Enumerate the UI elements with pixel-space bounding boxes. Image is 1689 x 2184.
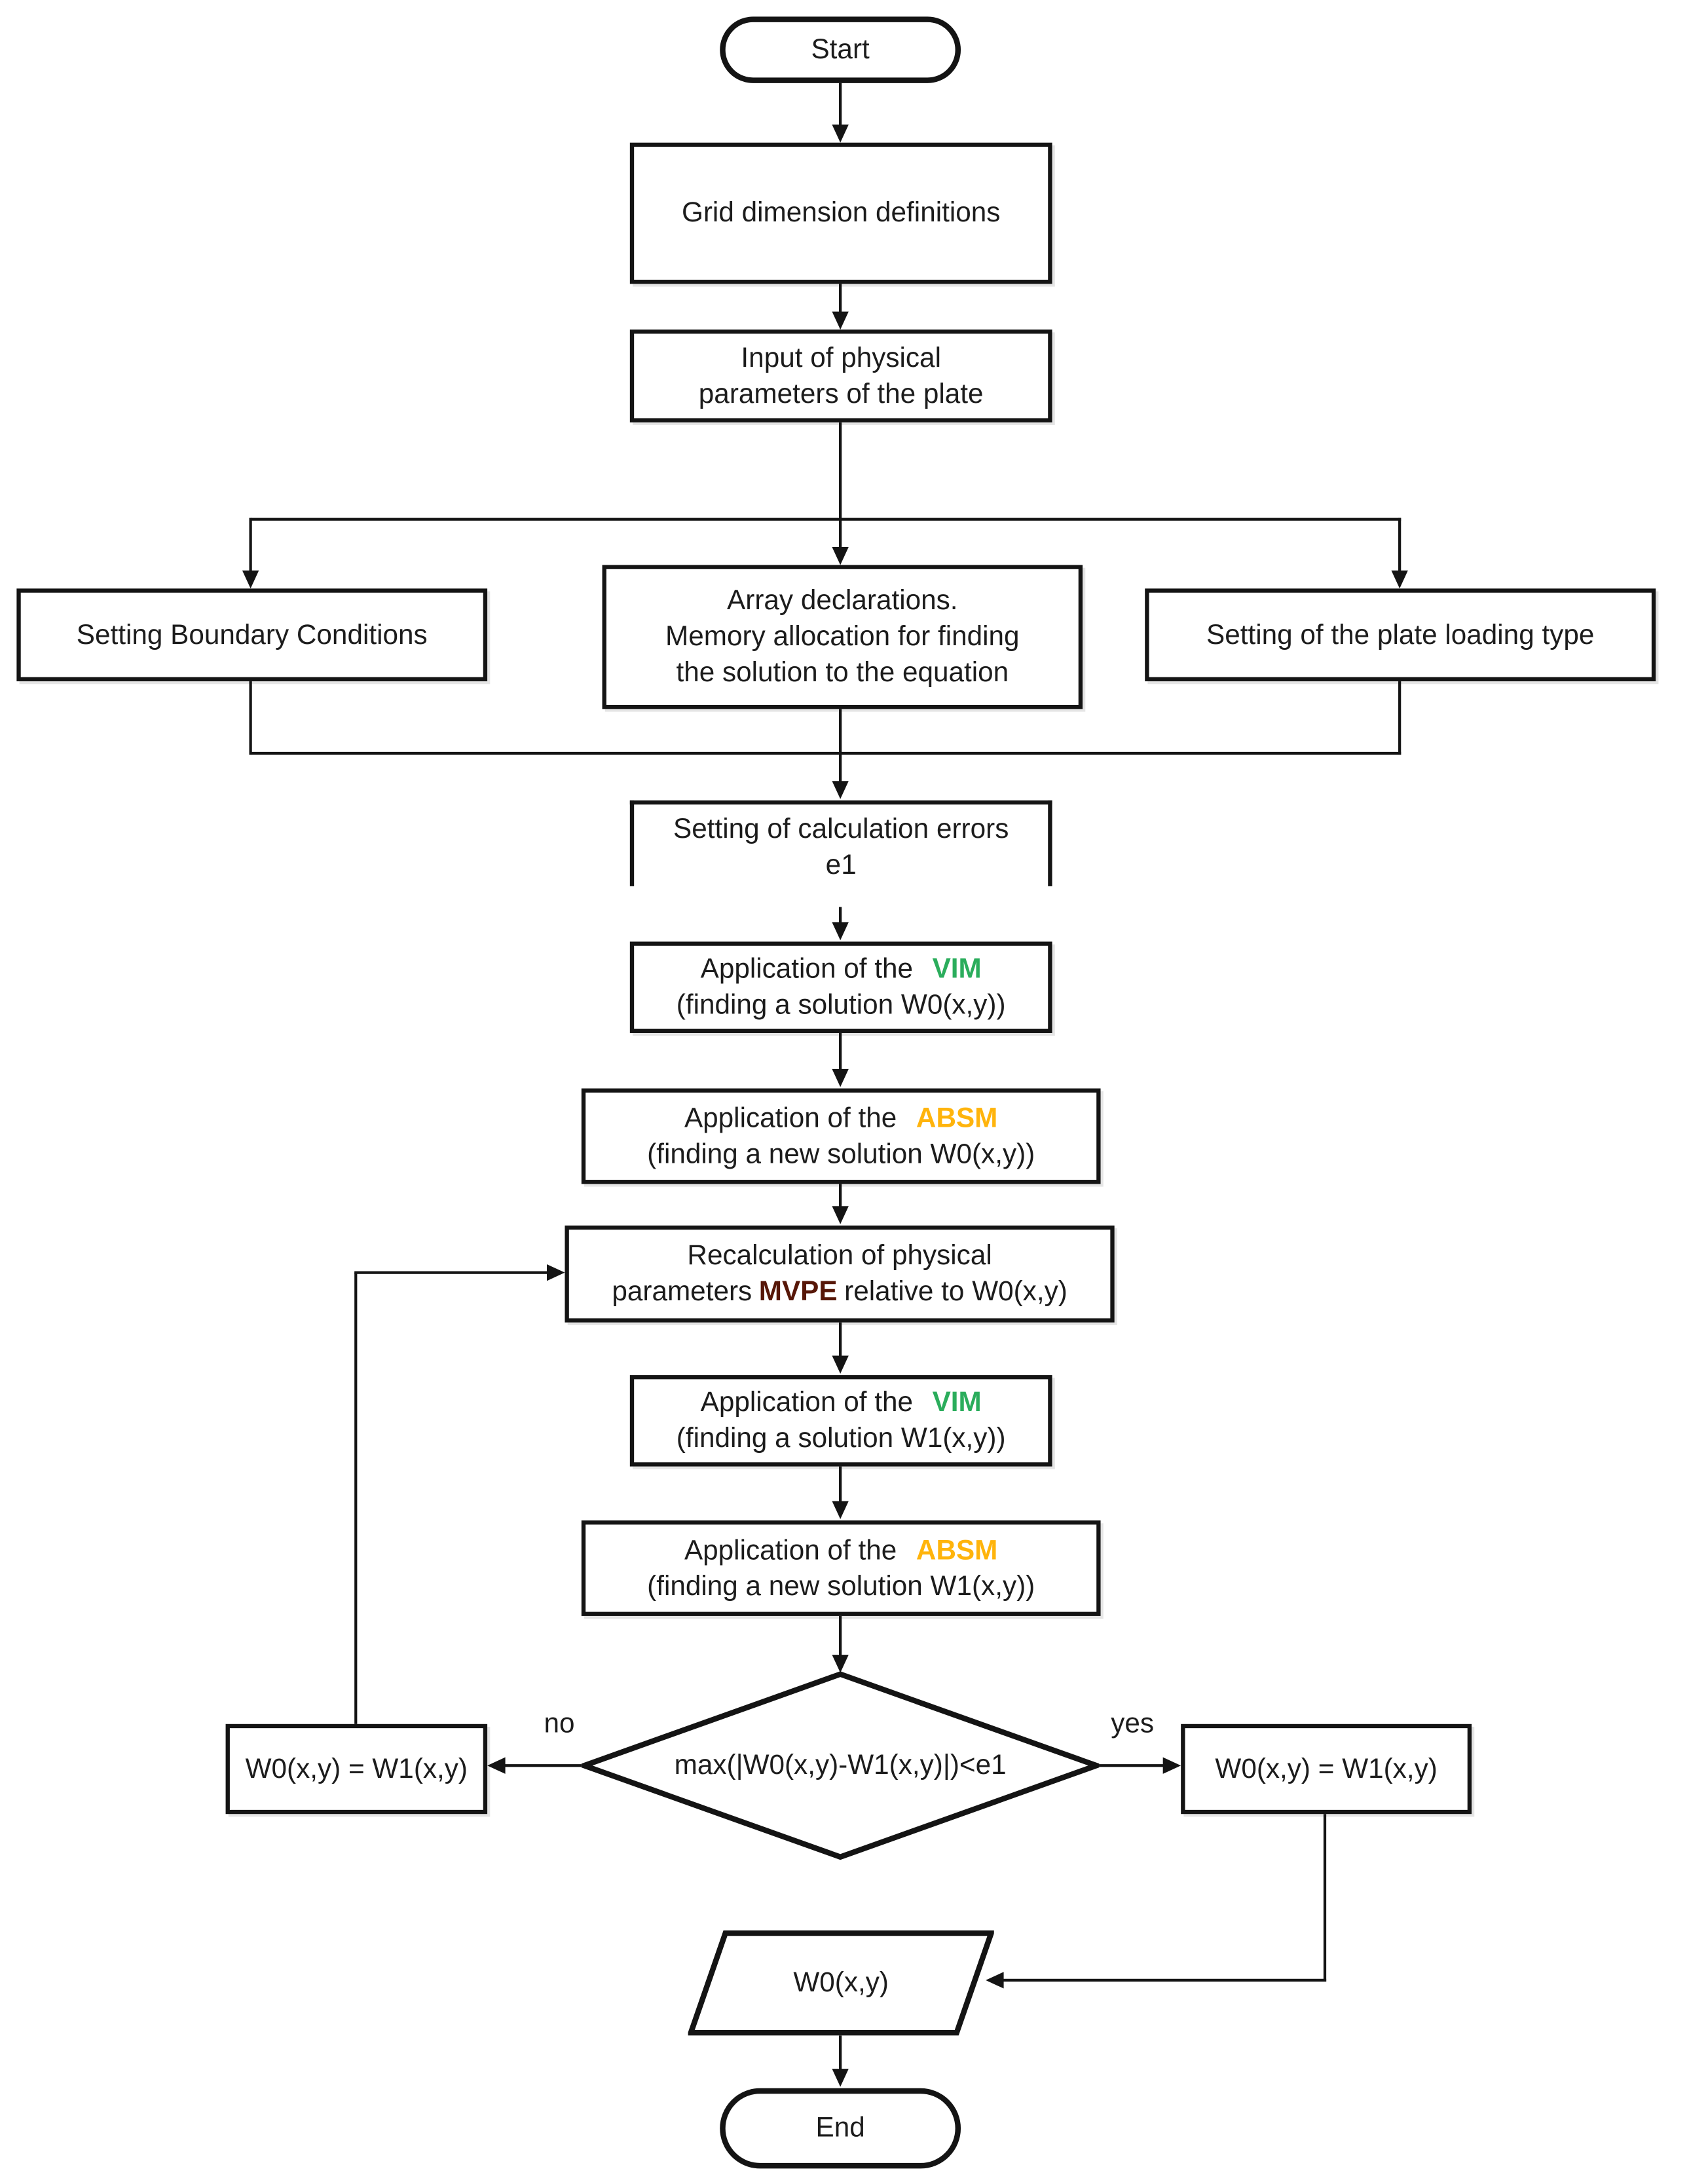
no-label: no — [544, 1708, 575, 1740]
arrowhead-left — [487, 1757, 506, 1774]
arrowhead-down — [832, 124, 849, 143]
output-label: W0(x,y) — [793, 1967, 889, 1998]
boundary-conditions-box: Setting Boundary Conditions — [16, 588, 488, 682]
flow-line — [839, 2035, 842, 2072]
node-label: parameters of the plate — [698, 379, 984, 409]
arrowhead-down — [1391, 570, 1408, 589]
flow-line — [1002, 1978, 1327, 1982]
arrowhead-down — [832, 1655, 849, 1673]
mvpe-method-label: MVPE — [758, 1277, 838, 1308]
output-parallelogram — [688, 1930, 994, 2036]
arrowhead-down — [832, 311, 849, 330]
physical-parameters-box: Input of physical parameters of the plat… — [629, 329, 1052, 423]
node-label: End — [815, 2113, 865, 2144]
flow-line — [839, 1184, 842, 1209]
node-label: the solution to the equation — [676, 658, 1009, 688]
node-label: Memory allocation for finding — [665, 622, 1020, 652]
flow-line — [354, 1271, 549, 1274]
arrowhead-down — [832, 1501, 849, 1519]
flow-line — [839, 422, 842, 521]
calculation-errors-box: Setting of calculation errors e1 — [629, 800, 1052, 886]
arrowhead-down — [832, 922, 849, 941]
yes-label: yes — [1111, 1708, 1155, 1740]
arrowhead-down — [242, 570, 259, 589]
arrowhead-left — [986, 1972, 1004, 1989]
flow-line — [250, 518, 1401, 521]
node-label: Setting of calculation errors — [673, 814, 1009, 845]
node-label: W0(x,y) = W1(x,y) — [1215, 1754, 1438, 1784]
flow-line — [504, 1764, 582, 1767]
flow-line — [354, 1272, 358, 1724]
mvpe-recalculation-box: Recalculation of physical parameters MVP… — [565, 1225, 1115, 1323]
node-line: Application of the VIM — [701, 951, 982, 987]
arrowhead-down — [832, 781, 849, 799]
arrowhead-right — [1162, 1757, 1181, 1774]
node-label: Application of the — [684, 1535, 897, 1566]
node-label: Array declarations. — [727, 586, 958, 616]
flow-line — [1323, 1814, 1327, 1982]
node-label: Application of the — [684, 1102, 897, 1134]
array-declarations-box: Array declarations. Memory allocation fo… — [602, 565, 1083, 709]
node-line: Application of the ABSM — [684, 1532, 997, 1568]
node-label: relative to W0(x,y) — [844, 1277, 1067, 1308]
node-label: Application of the — [700, 1387, 913, 1418]
decision-label: max(|W0(x,y)-W1(x,y)|)<e1 — [674, 1749, 1007, 1780]
convergence-decision-diamond — [581, 1671, 1100, 1860]
flow-line — [839, 1322, 842, 1359]
flow-line — [839, 907, 842, 924]
assign-box-right: W0(x,y) = W1(x,y) — [1181, 1723, 1472, 1815]
node-label: Setting Boundary Conditions — [76, 619, 428, 650]
flow-line — [839, 1466, 842, 1504]
arrowhead-down — [832, 1355, 849, 1374]
arrowhead-down — [832, 1068, 849, 1087]
absm-application-box-1: Application of the ABSM (finding a new s… — [581, 1088, 1101, 1184]
node-line: Application of the VIM — [701, 1385, 982, 1421]
node-label: Recalculation of physical — [687, 1241, 992, 1271]
arrowhead-down — [832, 546, 849, 565]
vim-method-label: VIM — [932, 1387, 982, 1418]
flow-line — [1398, 518, 1401, 574]
flow-line — [839, 709, 842, 784]
arrowhead-down — [832, 1206, 849, 1224]
node-label: parameters — [612, 1277, 752, 1308]
node-line: Application of the ABSM — [684, 1100, 997, 1136]
flow-line — [250, 751, 1401, 755]
absm-method-label: ABSM — [916, 1102, 998, 1134]
assign-box-left: W0(x,y) = W1(x,y) — [225, 1723, 488, 1815]
node-label: (finding a new solution W1(x,y)) — [647, 1571, 1035, 1602]
node-label: Setting of the plate loading type — [1206, 619, 1595, 650]
node-label: Input of physical — [741, 343, 941, 373]
arrowhead-right — [546, 1264, 565, 1281]
flow-line — [1099, 1764, 1164, 1767]
flow-line — [839, 518, 842, 549]
absm-application-box-2: Application of the ABSM (finding a new s… — [581, 1520, 1101, 1616]
flow-line — [839, 284, 842, 314]
node-label: W0(x,y) = W1(x,y) — [245, 1754, 468, 1784]
flow-line — [249, 518, 252, 574]
arrowhead-down — [832, 2069, 849, 2087]
node-label: (finding a solution W1(x,y)) — [676, 1423, 1006, 1454]
node-label: Start — [811, 34, 870, 66]
flow-line — [249, 681, 252, 755]
absm-method-label: ABSM — [916, 1535, 998, 1566]
node-line: parameters MVPE relative to W0(x,y) — [612, 1274, 1067, 1310]
node-label: (finding a new solution W0(x,y)) — [647, 1139, 1035, 1170]
grid-definitions-box: Grid dimension definitions — [629, 142, 1052, 284]
vim-method-label: VIM — [932, 954, 982, 985]
node-label: Application of the — [700, 954, 913, 985]
flow-line — [839, 83, 842, 129]
node-label: (finding a solution W0(x,y)) — [676, 990, 1006, 1021]
node-label: e1 — [825, 850, 857, 881]
end-node: End — [720, 2088, 961, 2169]
flow-line — [839, 1615, 842, 1658]
flow-line — [839, 1032, 842, 1072]
vim-application-box-2: Application of the VIM (finding a soluti… — [629, 1375, 1052, 1467]
flow-line — [1398, 681, 1401, 755]
vim-application-box-1: Application of the VIM (finding a soluti… — [629, 941, 1052, 1033]
start-node: Start — [720, 16, 961, 83]
node-label: Grid dimension definitions — [681, 198, 1001, 229]
plate-loading-box: Setting of the plate loading type — [1145, 588, 1656, 682]
